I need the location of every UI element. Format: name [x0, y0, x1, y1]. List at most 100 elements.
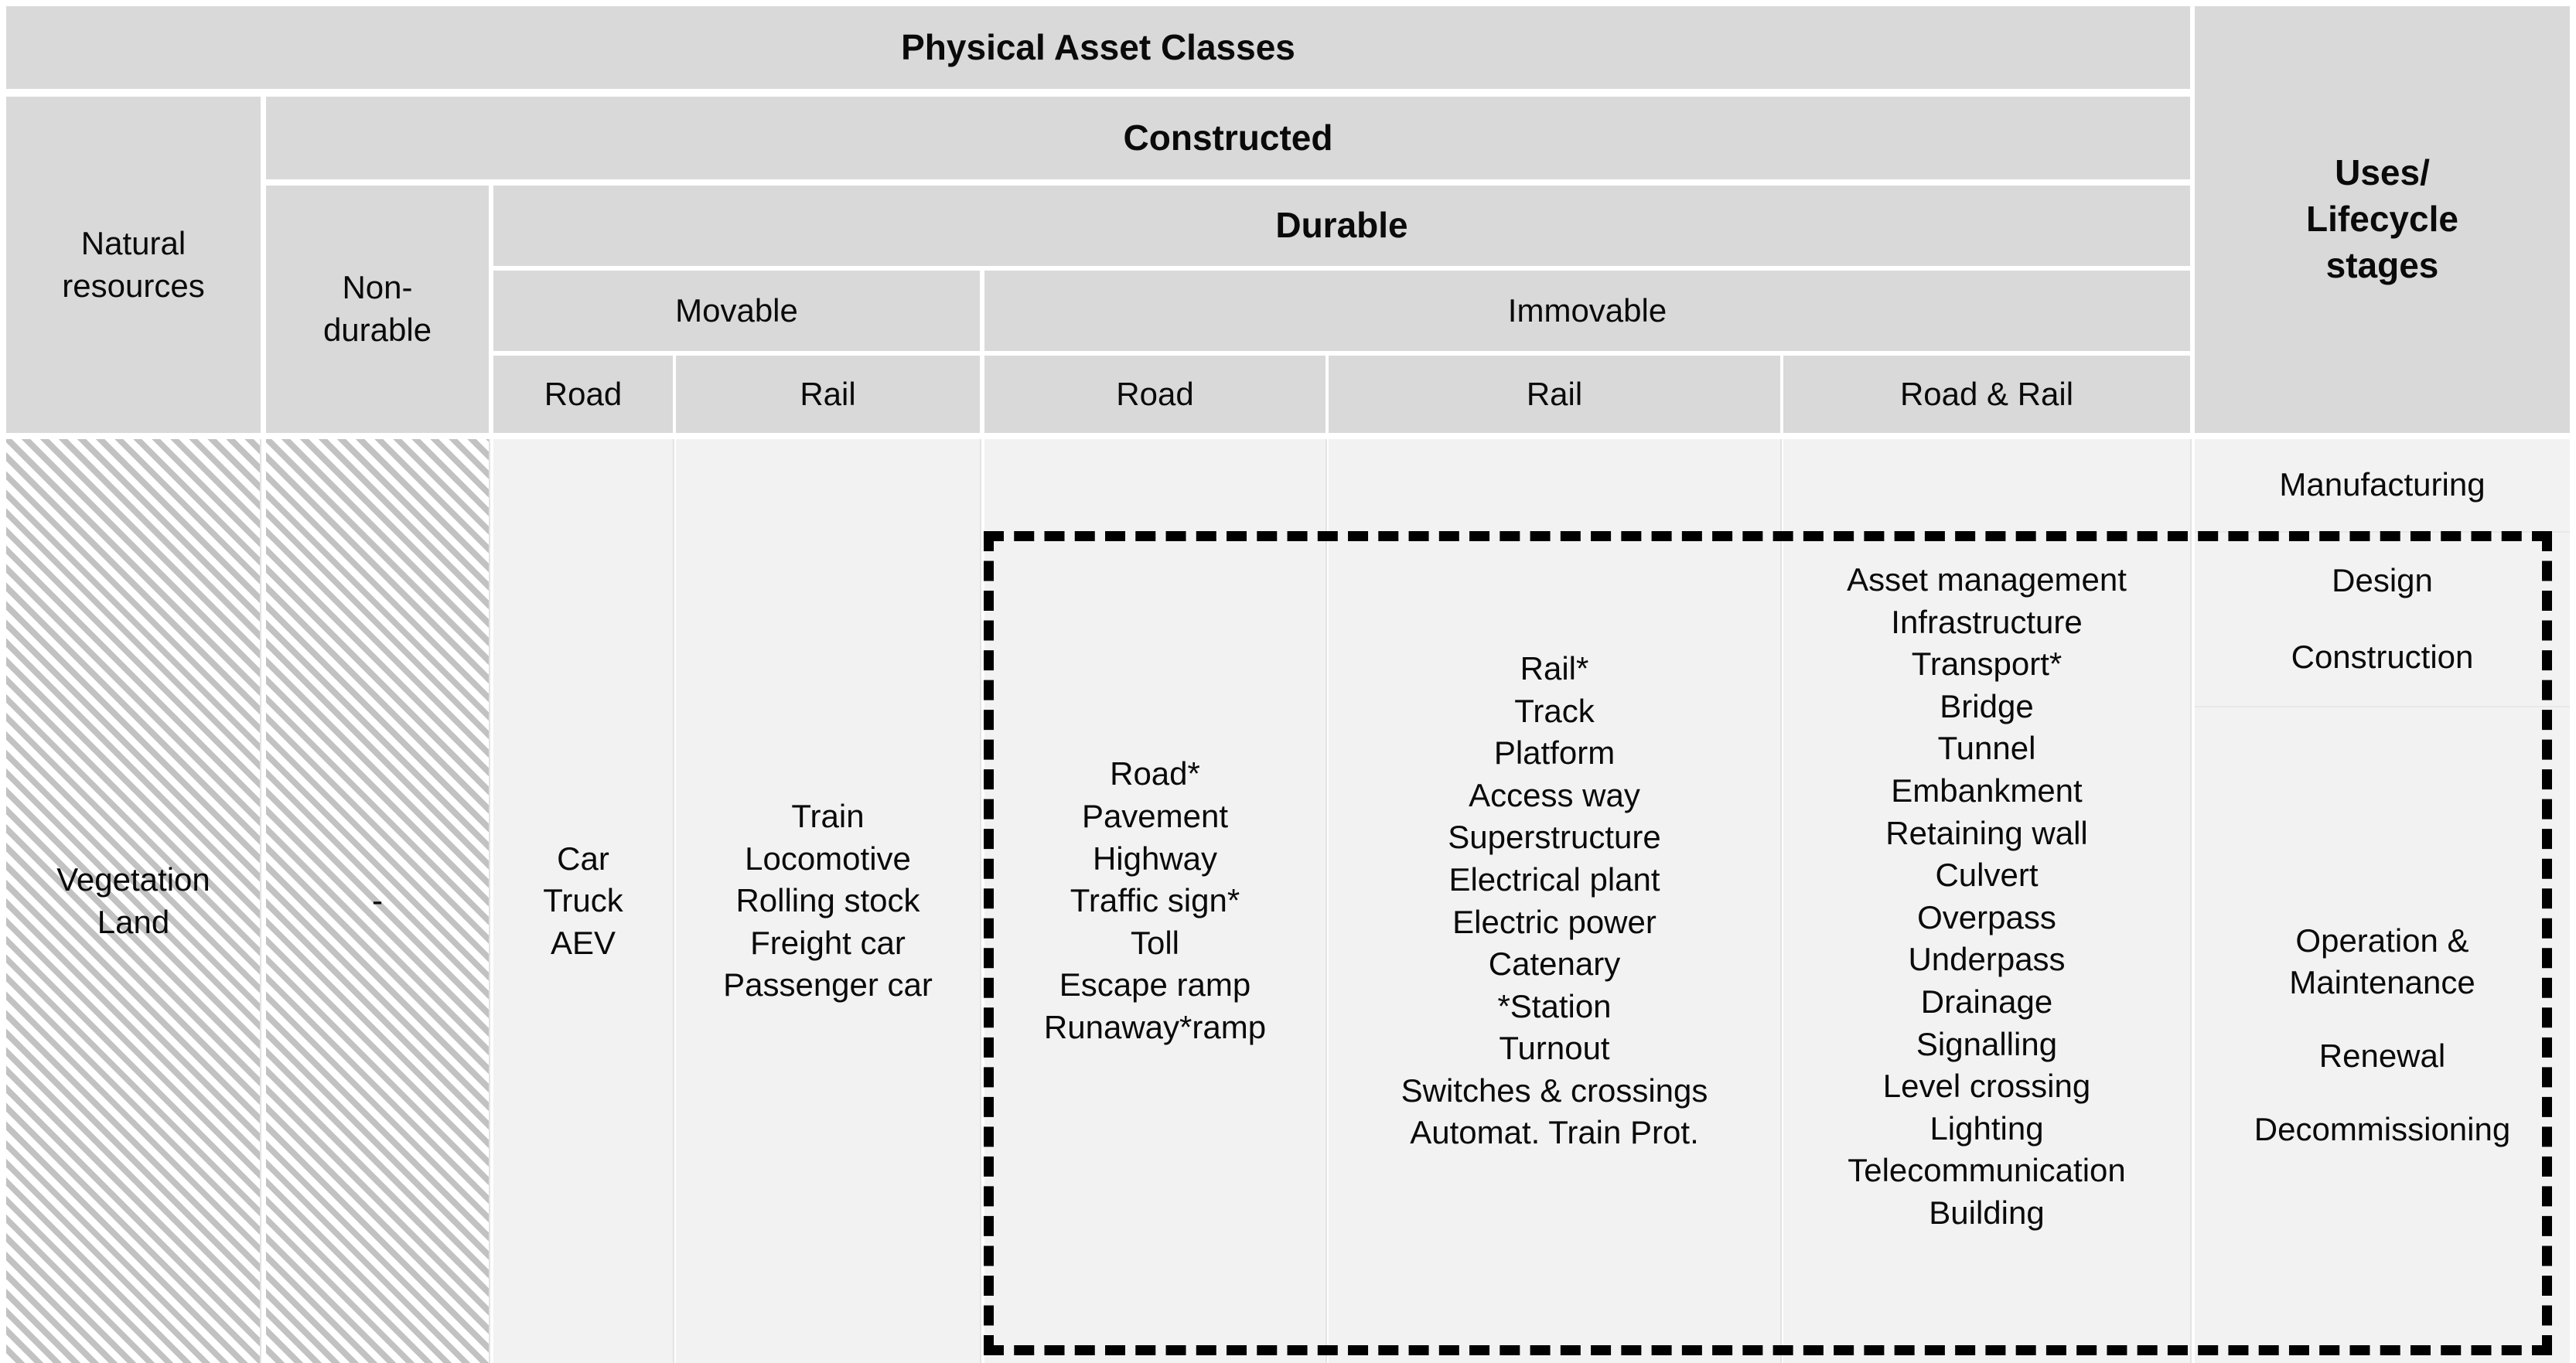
body-lifecycle-manufacturing: Manufacturing [2195, 439, 2570, 531]
body-gridline [489, 439, 490, 1363]
header-uses-lifecycle-stages: Uses/ Lifecycle stages [2195, 6, 2570, 433]
header-movable: Movable [493, 271, 980, 351]
list-item: Land [97, 903, 170, 940]
header-natural-resources: Natural resources [6, 97, 261, 433]
list-item: Pavement [1081, 798, 1229, 835]
list-item: Culvert [1935, 857, 2039, 894]
body-immovable-road: Road* Pavement Highway Traffic sign* Tol… [984, 439, 1326, 1363]
uses-lifecycle-line-2: Lifecycle [2306, 199, 2458, 240]
lifecycle-group-3-list: Operation & Maintenance Renewal Decommis… [2254, 920, 2510, 1150]
header-immovable-road-rail: Road & Rail [1783, 356, 2190, 433]
body-lifecycle-design-construction: Design Construction [2195, 533, 2570, 706]
list-item: Embankment [1891, 772, 2083, 809]
header-constructed: Constructed [266, 97, 2190, 179]
body-gridline [2190, 439, 2192, 1363]
header-physical-asset-classes: Physical Asset Classes [6, 6, 2190, 89]
header-durable: Durable [493, 186, 2190, 266]
list-item: Switches & crossings [1401, 1072, 1708, 1109]
list-item: Highway [1092, 840, 1218, 877]
header-movable-rail: Rail [676, 356, 980, 433]
list-item: Traffic sign* [1070, 882, 1240, 919]
list-item: Runaway*ramp [1043, 1008, 1267, 1045]
list-item: Track [1514, 692, 1595, 729]
list-item: Asset management [1847, 561, 2127, 598]
list-item: Retaining wall [1885, 814, 2088, 851]
list-item-operation-maintenance-line-2: Maintenance [2289, 964, 2475, 1001]
list-item: Road* [1110, 755, 1200, 792]
header-immovable-road: Road [984, 356, 1326, 433]
list-item: Signalling [1916, 1025, 2058, 1062]
lifecycle-group-2-list: Design Construction [2291, 560, 2474, 678]
list-item: Train [791, 798, 865, 835]
body-gridline [260, 439, 261, 1363]
body-immovable-rail: Rail* Track Platform Access way Superstr… [1329, 439, 1780, 1363]
natural-resources-line-1: Natural [80, 224, 186, 261]
list-item: Passenger car [723, 966, 933, 1004]
list-item: Truck [543, 882, 623, 919]
list-item: Escape ramp [1059, 966, 1251, 1004]
uses-lifecycle-line-1: Uses/ [2335, 152, 2430, 193]
list-item: Car [557, 840, 609, 877]
immovable-road-list: Road* Pavement Highway Traffic sign* Tol… [1044, 753, 1266, 1048]
list-item-operation-maintenance-line-1: Operation & [2295, 922, 2469, 959]
list-item: Tunnel [1937, 730, 2036, 767]
list-item: Electric power [1452, 903, 1656, 940]
body-gridline [673, 439, 674, 1363]
uses-lifecycle-line-3: stages [2325, 244, 2439, 285]
immovable-rail-list: Rail* Track Platform Access way Superstr… [1401, 648, 1708, 1154]
list-item: Toll [1130, 924, 1179, 961]
body-gridline [1326, 439, 1327, 1363]
list-item: Design [2332, 562, 2433, 599]
list-item: Turnout [1499, 1030, 1610, 1067]
list-item: Freight car [750, 924, 906, 961]
list-item: Locomotive [745, 840, 911, 877]
list-item-renewal: Renewal [2318, 1038, 2446, 1074]
non-durable-line-2: durable [322, 312, 432, 348]
list-item: Telecommunication [1848, 1152, 2126, 1189]
non-durable-line-1: Non- [342, 269, 413, 306]
body-movable-rail: Train Locomotive Rolling stock Freight c… [676, 439, 980, 1363]
list-item: Rolling stock [735, 882, 920, 919]
list-item: Construction [2291, 639, 2474, 675]
immovable-road-rail-list: Asset management Infrastructure Transpor… [1847, 559, 2127, 1235]
list-item: Automat. Train Prot. [1410, 1114, 1699, 1151]
list-item: Lighting [1929, 1109, 2044, 1147]
list-item: Infrastructure [1891, 603, 2083, 640]
non-durable-list: - [372, 880, 383, 922]
list-item: Underpass [1908, 941, 2066, 978]
lifecycle-row-divider [2195, 531, 2570, 533]
list-item: *Station [1497, 987, 1612, 1024]
list-item: Drainage [1920, 983, 2053, 1020]
list-item: Rail* [1520, 649, 1589, 687]
body-gridline [980, 439, 981, 1363]
header-immovable: Immovable [984, 271, 2190, 351]
movable-rail-list: Train Locomotive Rolling stock Freight c… [723, 796, 933, 1007]
body-gridline [1780, 439, 1782, 1363]
header-non-durable: Non- durable [266, 186, 489, 433]
list-item: Electrical plant [1448, 860, 1660, 898]
list-item: Platform [1493, 734, 1616, 772]
list-item: Level crossing [1882, 1068, 2091, 1105]
body-movable-road: Car Truck AEV [493, 439, 673, 1363]
list-item: Transport* [1911, 646, 2063, 683]
header-immovable-rail: Rail [1329, 356, 1780, 433]
natural-resources-line-2: resources [62, 267, 205, 304]
natural-resources-list: Vegetation Land [56, 859, 210, 943]
list-item: Vegetation [56, 860, 210, 898]
list-item: - [372, 882, 383, 919]
list-item: Overpass [1917, 898, 2056, 935]
list-item-decommissioning: Decommissioning [2254, 1110, 2511, 1147]
body-immovable-road-rail: Asset management Infrastructure Transpor… [1783, 439, 2190, 1363]
body-lifecycle-operation-renewal-decommissioning: Operation & Maintenance Renewal Decommis… [2195, 707, 2570, 1363]
body-natural-resources: Vegetation Land [6, 439, 261, 1363]
movable-road-list: Car Truck AEV [543, 838, 623, 965]
list-item: Access way [1469, 776, 1640, 813]
list-item: AEV [550, 924, 616, 961]
lifecycle-row-divider [2195, 706, 2570, 707]
header-movable-road: Road [493, 356, 673, 433]
body-non-durable: - [266, 439, 489, 1363]
list-item: Building [1929, 1194, 2045, 1231]
list-item: Bridge [1940, 687, 2034, 724]
list-item: Superstructure [1448, 819, 1661, 856]
